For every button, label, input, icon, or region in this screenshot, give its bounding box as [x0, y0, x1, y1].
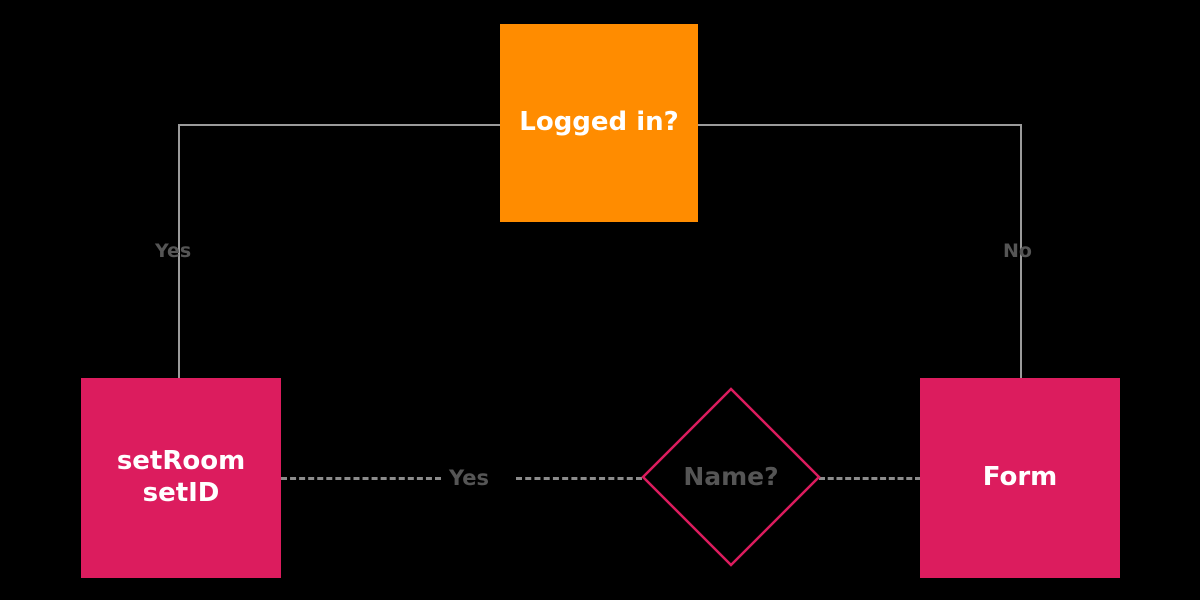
connector-yes-branch-vertical: [178, 124, 180, 380]
node-setroom-setid[interactable]: setRoom setID: [81, 378, 281, 578]
connector-logged-in-to-no-branch: [697, 124, 1022, 126]
node-logged-in-label: Logged in?: [519, 107, 679, 138]
connector-setroom-to-yes-dashed: [281, 477, 441, 480]
edge-label-logged-in-no: No: [1003, 240, 1032, 262]
node-form[interactable]: Form: [920, 378, 1120, 578]
connector-no-branch-vertical: [1020, 124, 1022, 380]
node-setroom-setid-label: setRoom setID: [116, 446, 246, 508]
node-form-label: Form: [982, 462, 1058, 493]
node-name-decision-label: Name?: [683, 461, 779, 491]
edge-label-logged-in-yes: Yes: [155, 240, 192, 262]
node-name-decision[interactable]: Name?: [641, 387, 821, 567]
connector-logged-in-to-yes-branch: [178, 124, 502, 126]
connector-yes-to-name-dashed: [516, 477, 642, 480]
connector-name-to-form-dashed: [819, 477, 921, 480]
edge-label-name-yes: Yes: [449, 466, 490, 490]
node-logged-in[interactable]: Logged in?: [500, 24, 698, 222]
diamond-shape-icon: [641, 387, 821, 567]
